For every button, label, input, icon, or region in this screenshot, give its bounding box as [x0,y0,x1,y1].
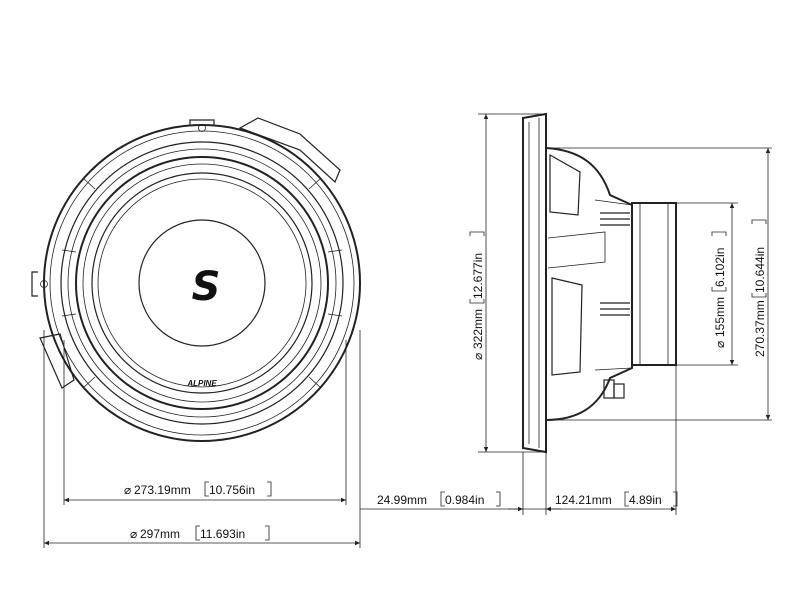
cone-edge [97,178,307,388]
frame-ring-2 [49,130,355,436]
dim-magnet-in: 6.102in [713,248,727,287]
bracket-right [496,491,501,507]
dim-inner-mm: 273.19mm [134,483,191,497]
frame-outer-ring [43,124,361,442]
dim-outer-in: 11.693in [200,527,245,541]
bracket-right [469,231,485,236]
bracket-left [624,491,629,507]
bracket-left [469,299,485,304]
surround-inner [91,172,313,394]
top-tab [189,119,215,126]
front-view: S ALPINE ⌀ 273.19mm 10.756in ⌀ 297mm 11.… [31,117,361,548]
diameter-symbol: ⌀ [471,353,485,360]
left-tab-hole [40,280,48,288]
dim-mount-in: 10.644in [753,247,767,293]
dim-label-outer-diameter: ⌀ 297mm 11.693in [130,525,270,541]
grille-section-left [39,333,75,389]
diameter-symbol: ⌀ [124,483,131,497]
terminal-2 [613,383,625,399]
bracket-right [265,525,270,541]
dim-label-mount-diameter: 270.37mm 10.644in [751,219,767,357]
dim-label-magnet-diameter: ⌀ 155mm 6.102in [711,231,727,348]
dim-mount-mm: 270.37mm [753,300,767,357]
magnet-assembly [631,202,677,366]
dim-mount-depth-in: 0.984in [445,493,484,507]
dim-label-flange-height: ⌀ 322mm 12.677in [469,231,485,360]
basket-window-top [549,153,581,216]
bracket-right [267,481,272,497]
vent-slots-bottom [600,302,630,316]
surround-ring [82,163,322,403]
dim-label-depth: 124.21mm 4.89in [555,491,678,507]
bracket-left [751,293,767,298]
basket-rib [547,231,606,269]
dim-flange-mm: 322mm [471,309,485,349]
dim-inner-in: 10.756in [209,483,255,497]
frame-ring-4 [67,148,337,418]
dim-mount-depth-mm: 24.99mm [377,493,427,507]
mounting-flange [522,112,547,454]
left-tab [31,271,38,297]
bracket-right [673,491,678,507]
frame-side-marks [61,249,343,317]
dim-label-inner-diameter: ⌀ 273.19mm 10.756in [124,481,272,497]
basket-outline [545,147,633,421]
diameter-symbol: ⌀ [713,341,727,348]
basket-window-bottom [551,277,583,376]
dim-depth-in: 4.89in [629,493,662,507]
dim-depth-mm: 124.21mm [555,493,612,507]
brand-mark: ALPINE [186,379,217,388]
basket-struts [594,199,633,371]
dust-cap [138,219,266,347]
vent-slots-top [600,212,630,226]
dim-magnet-mm: 155mm [713,297,727,337]
side-view: ⌀ 322mm 12.677in ⌀ 155mm 6.102in 270.37m… [360,112,772,515]
top-tab-hole [198,124,206,132]
bracket-right [711,231,727,236]
diameter-symbol: ⌀ [130,527,137,541]
grille-section-top-right [238,117,341,184]
bracket-left [711,287,727,292]
dim-label-mount-depth: 24.99mm 0.984in [377,491,501,507]
dim-flange-in: 12.677in [471,253,485,299]
dim-outer-mm: 297mm [140,527,180,541]
frame-ring-3 [60,141,344,425]
bracket-left [440,491,445,507]
bracket-left [204,481,209,497]
frame-segment-marks [82,177,322,389]
surround-outer [75,156,329,410]
bracket-right [751,219,767,224]
logo-glyph: S [192,264,221,310]
bracket-left [195,525,200,541]
